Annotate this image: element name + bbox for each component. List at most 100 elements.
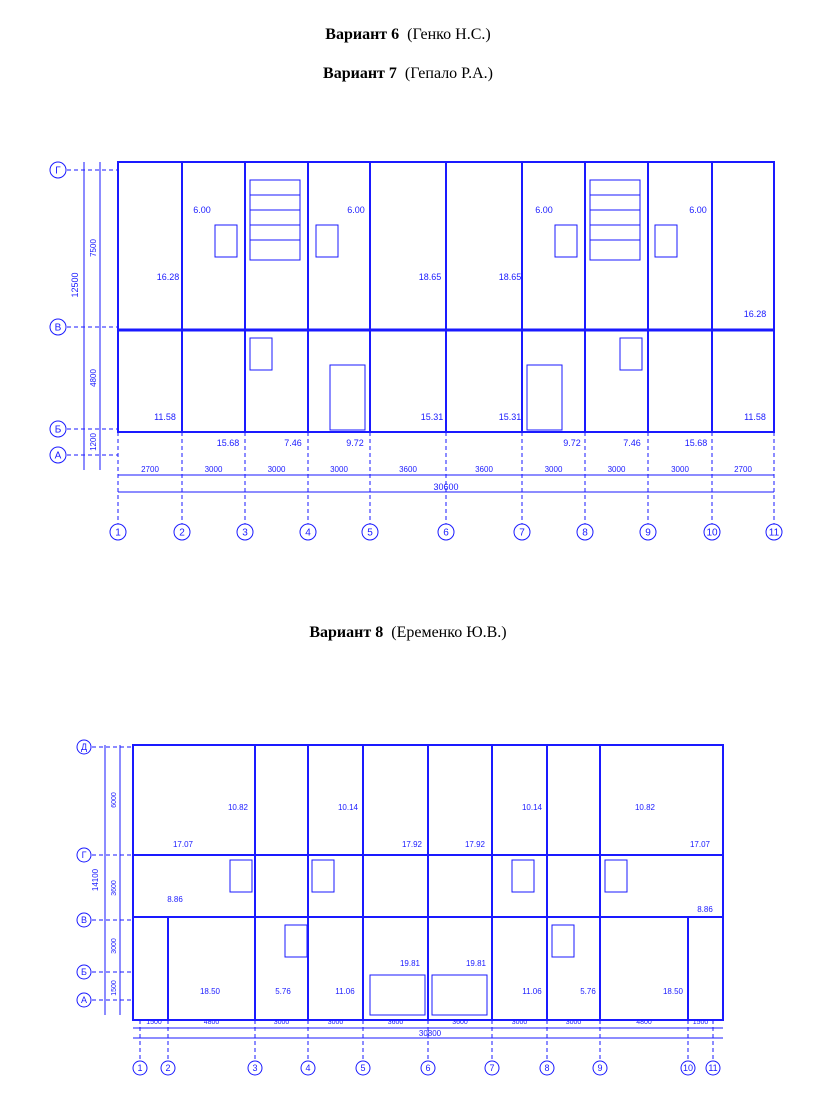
room-area: 19.81 [400,959,421,968]
total-height-label: 14100 [91,868,100,891]
room-area: 17.07 [173,840,194,849]
axis-row-Г: Г [76,847,92,863]
room-area: 15.68 [217,438,240,448]
axis-col-9: 9 [592,1060,608,1076]
axis-label: 5 [367,528,373,539]
variant-label: Вариант 7 [323,65,397,82]
axis-label: А [81,995,87,1005]
axis-row-А: А [49,446,67,464]
axis-col-1: 1 [109,523,127,541]
room-area: 11.58 [744,412,766,422]
variant-label: Вариант 8 [309,624,384,641]
span-dimension: 2700 [141,465,159,474]
axis-label: 6 [425,1063,430,1073]
axis-label: 11 [708,1063,717,1073]
axis-label: Б [81,967,87,977]
room-area: 15.31 [421,412,444,422]
axis-col-7: 7 [484,1060,500,1076]
axis-label: 10 [706,528,718,539]
axis-label: 1 [137,1063,142,1073]
variant-label: Вариант 6 [325,26,400,43]
room-area: 5.76 [275,987,291,996]
span-dimension: 4800 [204,1019,220,1026]
span-dimension: 2700 [734,465,752,474]
room-area: 19.81 [466,959,487,968]
axis-col-9: 9 [639,523,657,541]
axis-label: 7 [519,528,525,539]
vertical-dimension: 4800 [89,369,98,387]
span-dimension: 1500 [693,1019,709,1026]
axis-col-6: 6 [420,1060,436,1076]
room-area: 7.46 [623,438,641,448]
axis-col-4: 4 [299,523,317,541]
axis-label: 4 [305,528,311,539]
total-length-label: 30800 [419,1029,442,1038]
axis-label: 11 [769,528,780,539]
axis-col-5: 5 [355,1060,371,1076]
axis-col-5: 5 [361,523,379,541]
span-dimension: 3000 [328,1019,344,1026]
axis-col-11: 11 [765,523,783,541]
axis-label: Б [55,425,62,436]
room-area: 10.82 [228,803,249,812]
span-dimension: 3000 [566,1019,582,1026]
room-area: 11.06 [335,987,355,996]
room-area: 11.58 [154,412,176,422]
room-area: 9.72 [563,438,581,448]
axis-label: В [81,915,87,925]
room-area: 10.82 [635,803,656,812]
heading-variant-7: Вариант 7 (Гепало Р.А.) [0,65,816,83]
axis-label: 5 [360,1063,365,1073]
vertical-dimension: 3600 [111,880,118,896]
span-dimension: 3000 [330,465,348,474]
room-area: 10.14 [338,803,359,812]
heading-variant-6: Вариант 6 (Генко Н.С.) [0,26,816,44]
span-dimension: 3600 [399,465,417,474]
author-name: (Генко Н.С.) [407,26,491,43]
room-area: 18.65 [419,272,442,282]
room-area: 15.68 [685,438,708,448]
room-area: 15.31 [499,412,522,422]
room-area: 11.06 [522,987,542,996]
total-length-label: 30600 [433,482,458,492]
room-area: 10.14 [522,803,543,812]
vertical-dimension: 1500 [111,980,118,996]
room-area: 8.86 [167,895,183,904]
vertical-dimension: 1200 [89,433,98,451]
room-area: 6.00 [535,205,553,215]
axis-label: Д [81,742,87,752]
room-area: 17.92 [465,840,486,849]
axis-col-10: 10 [703,523,721,541]
axis-col-7: 7 [513,523,531,541]
room-area: 18.50 [200,987,221,996]
room-area: 7.46 [284,438,302,448]
room-area: 16.28 [744,309,767,319]
axis-label: 10 [683,1063,693,1073]
axis-row-Г: Г [49,161,67,179]
axis-col-10: 10 [680,1060,696,1076]
axis-label: 3 [242,528,248,539]
room-area: 18.65 [499,272,522,282]
span-dimension: 3000 [268,465,286,474]
axis-label: А [55,451,62,462]
axis-row-В: В [76,912,92,928]
axis-row-Д: Д [76,739,92,755]
axis-label: 2 [165,1063,170,1073]
span-dimension: 3000 [545,465,563,474]
room-area: 6.00 [193,205,211,215]
axis-row-Б: Б [76,964,92,980]
room-area: 18.50 [663,987,684,996]
room-area: 5.76 [580,987,596,996]
axis-label: 7 [489,1063,494,1073]
span-dimension: 3600 [388,1019,404,1026]
axis-label: 1 [115,528,121,539]
span-dimension: 1500 [146,1019,162,1026]
span-dimension: 4800 [636,1019,652,1026]
axis-label: Г [55,166,61,177]
vertical-dimension: 6000 [111,792,118,808]
axis-label: 4 [305,1063,310,1073]
axis-row-А: А [76,992,92,1008]
author-name: (Еременко Ю.В.) [391,624,507,641]
